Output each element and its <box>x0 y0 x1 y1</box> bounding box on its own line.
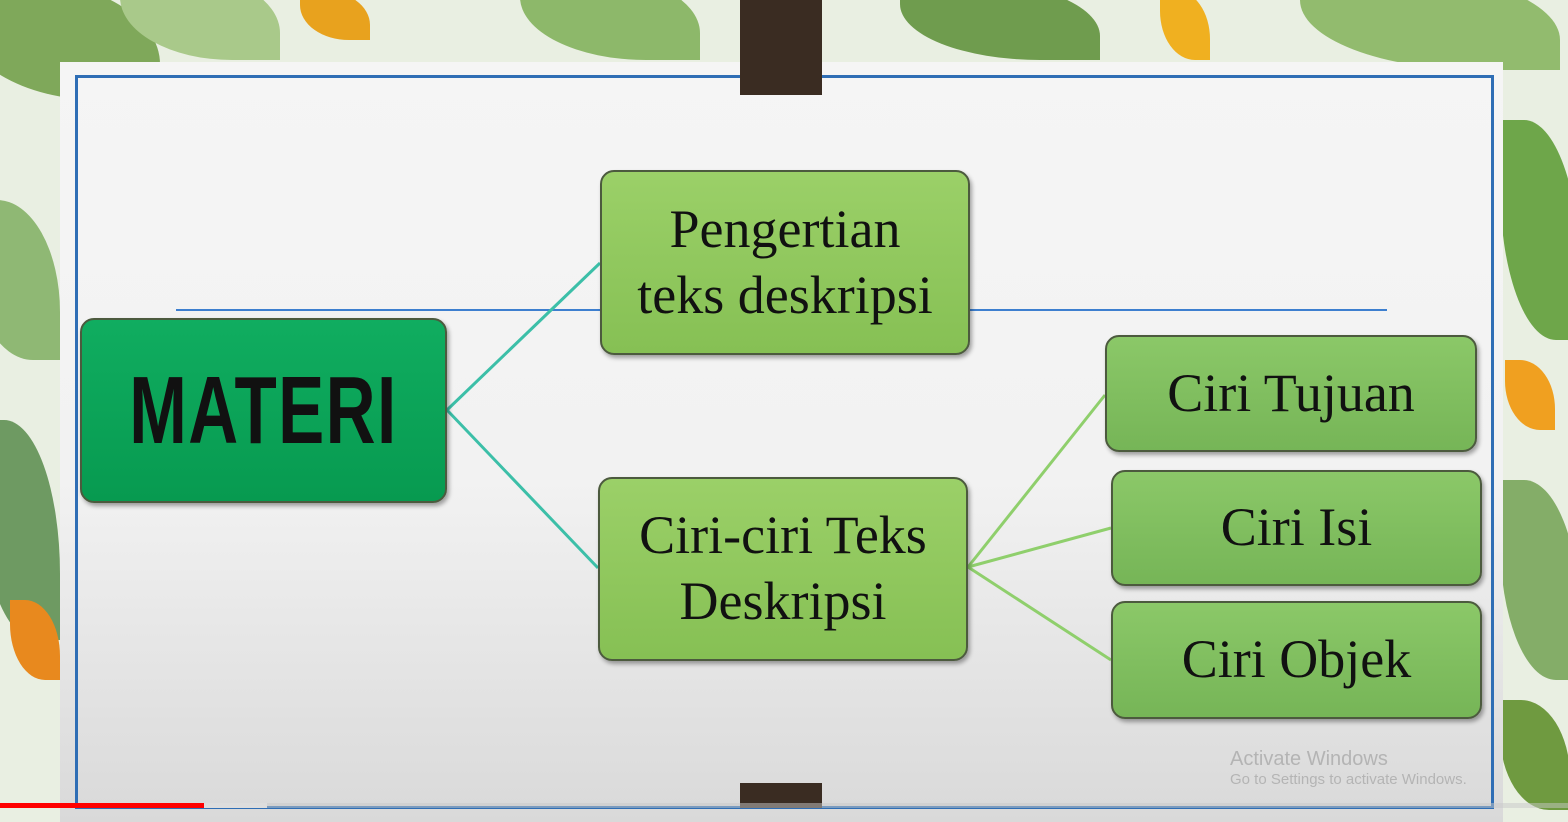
branch-label-line2: Deskripsi <box>679 571 887 631</box>
root-label: MATERI <box>129 356 398 464</box>
video-progress-bar[interactable] <box>0 803 1568 808</box>
watermark-title: Activate Windows <box>1230 748 1388 770</box>
branch-node-ciri: Ciri-ciri Teks Deskripsi <box>598 477 968 661</box>
connector-root-ciri <box>445 408 600 570</box>
hanger-top <box>740 0 822 95</box>
connector-ciri-objek <box>967 565 1112 662</box>
branch-node-pengertian: Pengertian teks deskripsi <box>600 170 970 355</box>
activation-watermark: Activate Windows Go to Settings to activ… <box>1230 748 1467 788</box>
child-node-isi: Ciri Isi <box>1111 470 1482 586</box>
child-node-tujuan: Ciri Tujuan <box>1105 335 1477 452</box>
connector-ciri-tujuan <box>966 394 1107 568</box>
played-bar <box>0 803 204 808</box>
branch-label-line1: Ciri-ciri Teks <box>639 505 927 566</box>
child-node-objek: Ciri Objek <box>1111 601 1482 719</box>
branch-label-line2: teks deskripsi <box>637 264 933 325</box>
root-node: MATERI <box>80 318 447 503</box>
watermark-subtitle: Go to Settings to activate Windows. <box>1230 771 1467 788</box>
branch-label-line1: Pengertian <box>669 198 901 259</box>
child-label: Ciri Isi <box>1220 497 1373 558</box>
child-label: Ciri Tujuan <box>1167 362 1415 423</box>
connector-ciri-isi <box>967 526 1112 569</box>
connector-root-pengertian <box>445 261 602 412</box>
child-label: Ciri Objek <box>1181 629 1412 690</box>
